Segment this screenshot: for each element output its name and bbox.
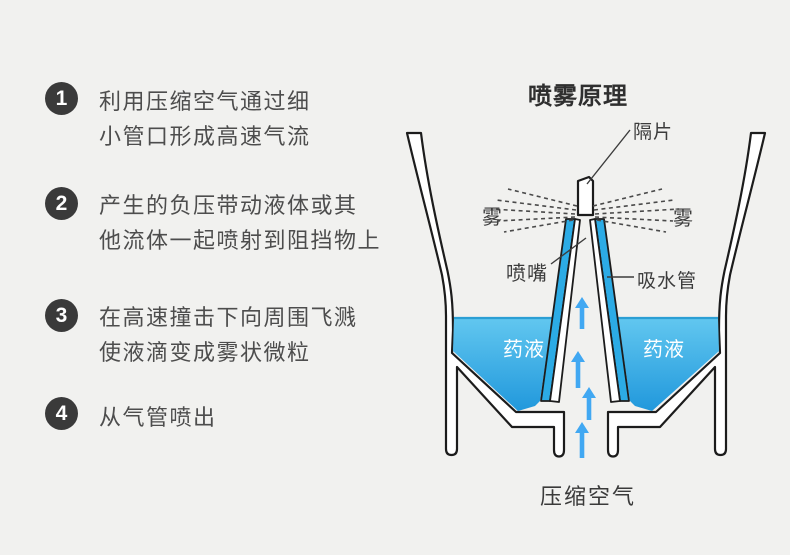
mist-label-left: 雾 xyxy=(482,207,502,229)
baffle-label: 隔片 xyxy=(633,122,674,143)
container-right-wall xyxy=(606,131,767,458)
air-arrow xyxy=(575,297,589,329)
medicine-label-left: 药液 xyxy=(503,339,545,361)
step-4-text: 从气管喷出 xyxy=(99,400,217,435)
suction-tube-label: 吸水管 xyxy=(637,271,698,292)
nozzle-wall-right xyxy=(589,218,621,403)
step-line: 使液滴变成雾状微粒 xyxy=(99,340,311,365)
baffle-pointer-line xyxy=(586,129,631,185)
step-number-label: 3 xyxy=(55,304,68,327)
step-line: 产生的负压带动液体或其 xyxy=(99,193,358,218)
step-2-number: 2 xyxy=(45,187,78,220)
nozzle-pointer-line xyxy=(550,237,587,265)
nozzle-label: 喷嘴 xyxy=(506,263,548,285)
airflow-arrows xyxy=(571,297,596,458)
step-3-text: 在高速撞击下向周围飞溅 使液滴变成雾状微粒 xyxy=(99,300,358,370)
diagram-title: 喷雾原理 xyxy=(528,83,628,110)
mist-spray xyxy=(490,188,680,233)
compressed-air-label: 压缩空气 xyxy=(539,484,637,509)
step-line: 利用压缩空气通过细 xyxy=(99,89,311,114)
step-3-number: 3 xyxy=(45,299,78,332)
nozzle-wall-left xyxy=(549,218,581,403)
step-line: 从气管喷出 xyxy=(99,405,217,430)
medicine-label-right: 药液 xyxy=(643,339,685,361)
step-number-label: 1 xyxy=(55,87,68,110)
step-4-number: 4 xyxy=(45,397,78,430)
step-1-number: 1 xyxy=(45,82,78,115)
air-arrow xyxy=(582,387,596,420)
mist-label-right: 雾 xyxy=(673,208,693,230)
medicine-liquid-right xyxy=(618,317,719,411)
medicine-liquid-left xyxy=(453,317,552,411)
air-arrow xyxy=(575,422,589,458)
pointer-lines xyxy=(550,129,634,278)
step-number-label: 4 xyxy=(55,402,68,425)
step-line: 在高速撞击下向周围飞溅 xyxy=(99,305,358,330)
step-line: 他流体一起喷射到阻挡物上 xyxy=(99,228,382,253)
step-number-label: 2 xyxy=(55,192,68,215)
step-line: 小管口形成高速气流 xyxy=(99,124,311,149)
container-left-wall xyxy=(405,131,566,458)
step-1-text: 利用压缩空气通过细 小管口形成高速气流 xyxy=(99,84,311,154)
step-2-text: 产生的负压带动液体或其 他流体一起喷射到阻挡物上 xyxy=(99,188,381,258)
baffle-shape xyxy=(576,175,595,217)
air-arrow xyxy=(571,351,585,388)
